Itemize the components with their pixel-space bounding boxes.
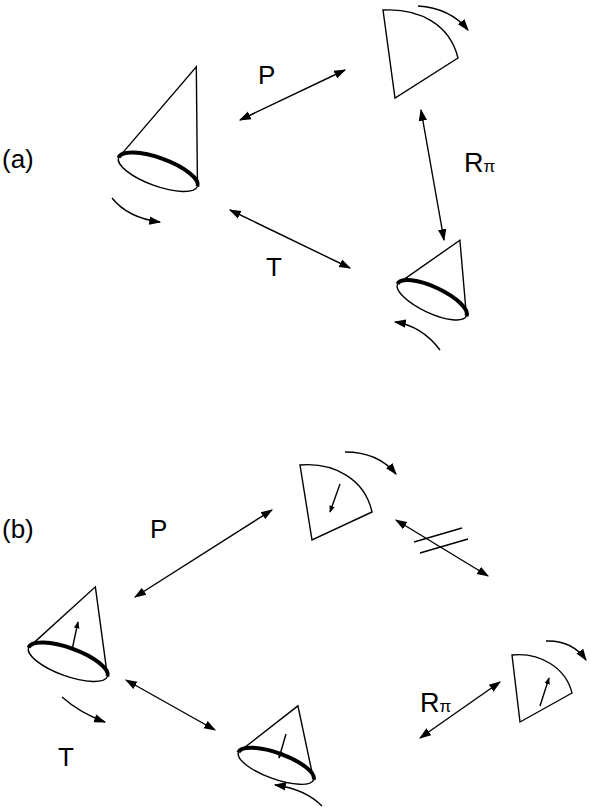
operation-label: Rπ xyxy=(464,150,495,177)
cone xyxy=(383,10,458,98)
cone xyxy=(512,655,572,722)
rotation-arrow xyxy=(62,697,105,722)
cone xyxy=(392,224,494,328)
cone xyxy=(24,572,135,689)
operation-label: T xyxy=(58,744,74,770)
operation-arrow xyxy=(230,210,350,268)
rotation-arrow xyxy=(546,641,586,660)
spin-arrow xyxy=(330,484,340,512)
rotation-arrow xyxy=(395,322,440,350)
cone xyxy=(300,465,372,540)
operation-label: Rπ xyxy=(420,690,451,717)
cone xyxy=(114,52,236,199)
cross-out-mark xyxy=(414,528,468,553)
operation-arrow xyxy=(126,680,215,730)
rotation-arrow xyxy=(418,6,468,30)
spin-arrow xyxy=(72,622,78,650)
rotation-arrow xyxy=(345,452,396,474)
operation-arrow xyxy=(135,510,272,597)
spin-arrow xyxy=(540,678,549,706)
operation-label: P xyxy=(258,62,275,88)
forbidden-arrow xyxy=(396,520,488,576)
panel-label: (b) xyxy=(2,516,34,542)
spin-arrow xyxy=(279,734,286,758)
rotation-arrow xyxy=(275,785,322,806)
rotation-arrow xyxy=(112,198,160,222)
cone xyxy=(234,692,336,792)
operation-arrow xyxy=(420,682,500,738)
operation-arrow xyxy=(421,110,444,240)
panel-label: (a) xyxy=(2,146,34,172)
operation-label: T xyxy=(266,254,282,280)
operation-arrow xyxy=(240,70,345,120)
operation-label: P xyxy=(150,516,167,542)
